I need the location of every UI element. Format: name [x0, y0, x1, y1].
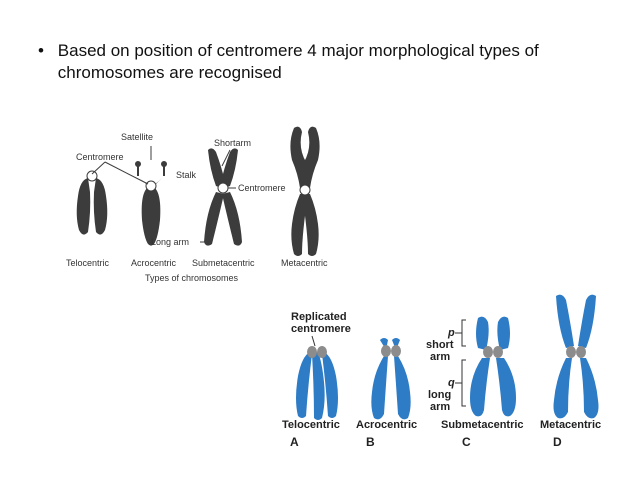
bullet-dot-icon: • — [38, 41, 44, 60]
blue-telocentric-chromosome — [296, 346, 338, 420]
acrocentric-chromosome — [135, 161, 167, 246]
letter-c: C — [462, 435, 471, 449]
label-replicated: Replicated — [291, 311, 347, 323]
arm-brackets — [311, 319, 466, 407]
top-type-metacentric: Metacentric — [281, 258, 328, 268]
label-long-arm-2: arm — [430, 401, 450, 413]
annotation-lines — [91, 146, 236, 243]
top-type-submetacentric: Submetacentric — [192, 258, 255, 268]
blue-acrocentric-chromosome — [371, 338, 411, 420]
label-centromere-right: Centromere — [238, 183, 286, 193]
label-q: q — [448, 377, 455, 389]
submetacentric-chromosome — [204, 148, 242, 246]
label-centromere-left: Centromere — [76, 152, 124, 162]
top-type-acrocentric: Acrocentric — [131, 258, 177, 268]
letter-a: A — [290, 435, 299, 449]
letter-b: B — [366, 435, 375, 449]
label-replicated-centromere: centromere — [291, 323, 351, 335]
label-long: long — [428, 389, 451, 401]
bullet-text: Based on position of centromere 4 major … — [57, 41, 539, 82]
blue-submetacentric-chromosome — [470, 316, 516, 417]
label-satellite: Satellite — [121, 132, 153, 142]
top-type-telocentric: Telocentric — [66, 258, 110, 268]
label-p: p — [447, 327, 455, 339]
bottom-type-metacentric: Metacentric — [540, 419, 601, 431]
label-short-arm: Shortarm — [214, 138, 251, 148]
label-short-arm-2: arm — [430, 351, 450, 363]
label-stalk: Stalk — [176, 170, 197, 180]
blue-metacentric-chromosome — [553, 294, 599, 419]
top-caption: Types of chromosomes — [145, 273, 239, 283]
metacentric-chromosome — [290, 126, 320, 256]
bullet-point: • Based on position of centromere 4 majo… — [38, 40, 598, 84]
bottom-type-submetacentric: Submetacentric — [441, 419, 524, 431]
bottom-type-telocentric: Telocentric — [282, 419, 340, 431]
label-long-arm: Long arm — [151, 237, 189, 247]
telocentric-chromosome — [76, 170, 108, 235]
bottom-type-acrocentric: Acrocentric — [356, 419, 417, 431]
label-short: short — [426, 339, 454, 351]
letter-d: D — [553, 435, 562, 449]
